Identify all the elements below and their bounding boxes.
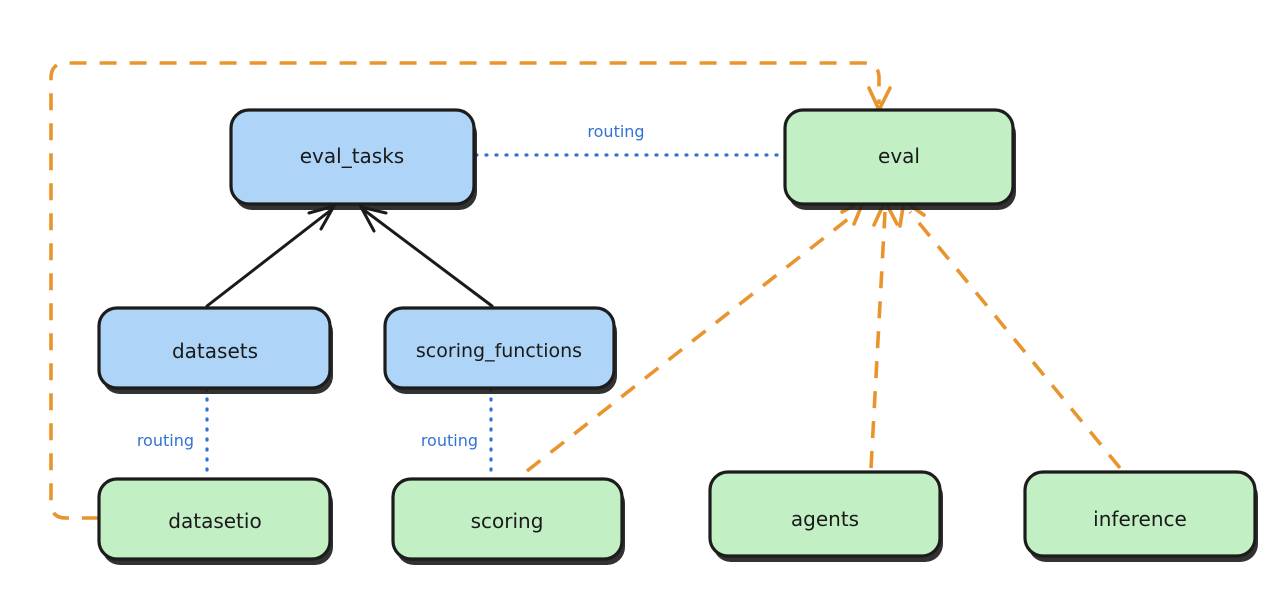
node-eval[interactable]: eval [783, 108, 1016, 210]
edge-inference-to-eval [898, 197, 1122, 470]
node-datasetio[interactable]: datasetio [97, 477, 333, 565]
edge-datasets-to-datasetio: routing [137, 387, 209, 480]
node-agents[interactable]: agents [708, 470, 943, 562]
node-inference-box[interactable] [1023, 470, 1257, 558]
node-datasetio-label: datasetio [168, 509, 261, 533]
node-scoring-box[interactable] [391, 477, 624, 561]
node-eval-label: eval [878, 144, 920, 168]
node-eval-box[interactable] [783, 108, 1015, 206]
node-datasets-label: datasets [172, 339, 258, 363]
edge-label-routing-scoring: routing [421, 431, 478, 450]
node-inference-label: inference [1093, 507, 1187, 531]
edge-label-routing-eval: routing [587, 122, 644, 141]
node-eval_tasks-box[interactable] [229, 108, 476, 206]
node-agents-label: agents [791, 507, 859, 531]
edge-datasets-to-eval-tasks [205, 203, 338, 308]
node-datasets[interactable]: datasets [97, 306, 333, 394]
node-scoring_functions[interactable]: scoring_functions [383, 306, 617, 394]
node-agents-box[interactable] [708, 470, 942, 558]
node-datasets-box[interactable] [97, 306, 332, 390]
node-scoring_functions-box[interactable] [383, 306, 616, 390]
node-inference[interactable]: inference [1023, 470, 1258, 562]
node-eval_tasks[interactable]: eval_tasks [229, 108, 477, 210]
edge-scoring-functions-to-eval-tasks [358, 204, 494, 308]
node-scoring[interactable]: scoring [391, 477, 625, 565]
edge-eval-tasks-to-eval: routing [474, 122, 785, 157]
edge-agents-to-eval [869, 196, 899, 469]
node-scoring_functions-label: scoring_functions [416, 340, 582, 362]
edge-scoring-functions-to-scoring: routing [421, 387, 493, 480]
node-datasetio-box[interactable] [97, 477, 332, 561]
edge-label-routing-datasetio: routing [137, 431, 194, 450]
node-scoring-label: scoring [471, 509, 544, 533]
node-eval_tasks-label: eval_tasks [300, 144, 404, 168]
